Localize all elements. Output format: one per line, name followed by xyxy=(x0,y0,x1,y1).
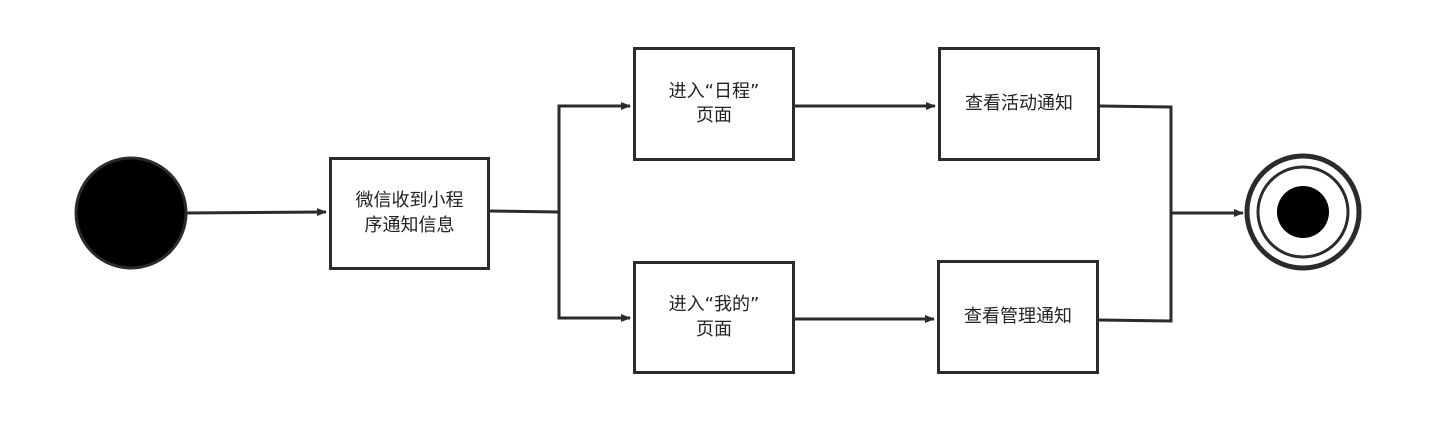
final-node xyxy=(1244,153,1362,271)
action-label: 查看管理通知 xyxy=(964,305,1072,327)
action-enter-schedule-page: 进入“日程” 页面 xyxy=(633,47,795,161)
action-label: 进入“我的” 页面 xyxy=(668,294,760,340)
action-view-activity-notice: 查看活动通知 xyxy=(938,47,1100,161)
initial-node xyxy=(74,156,188,270)
edge-fork-to-mine xyxy=(557,212,631,322)
action-label: 查看活动通知 xyxy=(965,92,1073,114)
action-label: 进入“日程” 页面 xyxy=(668,80,760,126)
edge-start-to-wechat xyxy=(185,208,327,217)
action-view-management-notice: 查看管理通知 xyxy=(937,260,1099,374)
action-label: 微信收到小程 序通知信息 xyxy=(355,190,464,236)
edge-manage-to-join xyxy=(1098,213,1173,323)
edge-fork-to-schedule xyxy=(557,102,631,212)
edge-wechat-to-fork xyxy=(489,209,560,214)
action-wechat-notification: 微信收到小程 序通知信息 xyxy=(329,157,490,270)
action-enter-mine-page: 进入“我的” 页面 xyxy=(633,261,795,374)
edge-activity-to-join xyxy=(1099,104,1173,213)
